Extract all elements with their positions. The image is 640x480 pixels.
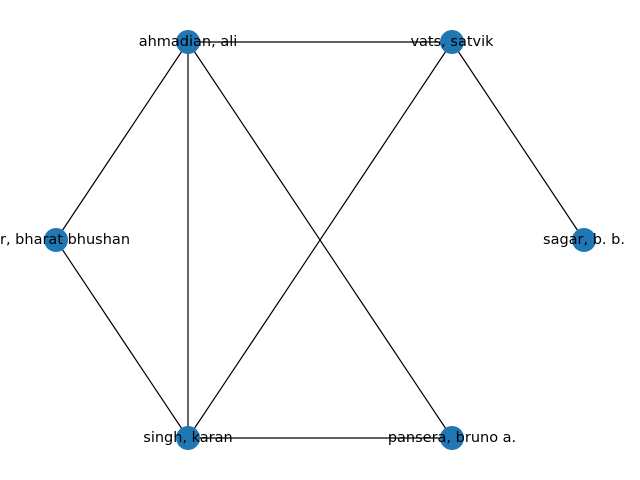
node-pansera (440, 426, 464, 450)
node-label-pansera: pansera, bruno a. (388, 430, 516, 446)
node-label-bharat: r, bharat bhushan (0, 232, 130, 248)
node-vats (440, 30, 464, 54)
node-sagar (572, 228, 596, 252)
node-ahmadian (176, 30, 200, 54)
edge-vats-singh (187, 41, 453, 439)
node-label-ahmadian: ahmadian, ali (139, 34, 238, 50)
node-label-sagar: sagar, b. b. (543, 232, 625, 248)
edge-bharat-singh (55, 239, 189, 439)
labels-layer: ahmadian, ali vats, satvik r, bharat bhush… (0, 34, 625, 446)
node-singh (176, 426, 200, 450)
nodes-layer (44, 30, 596, 450)
edge-ahmadian-bharat (55, 41, 189, 241)
edges-layer (55, 41, 585, 439)
node-label-vats: vats, satvik (410, 34, 494, 50)
node-label-singh: singh, karan (143, 430, 232, 446)
node-bharat (44, 228, 68, 252)
edge-vats-sagar (451, 41, 585, 241)
